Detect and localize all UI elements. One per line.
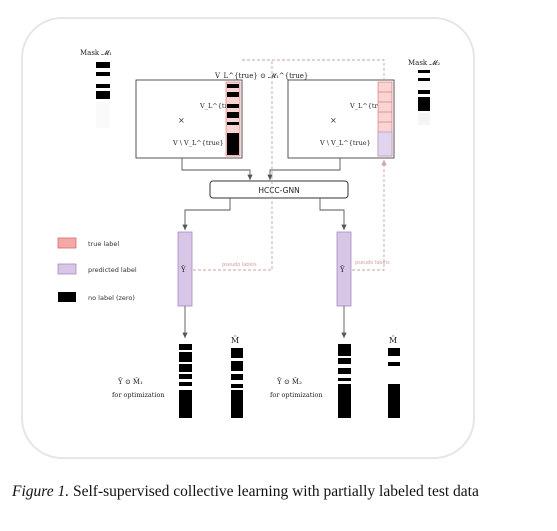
right-to-gnn-arrow (267, 158, 341, 180)
left-dashed-arrow (193, 60, 273, 271)
figure-number: Figure 1. (12, 483, 70, 500)
figure-panel (21, 17, 475, 459)
legend-swatch-no-label (58, 292, 76, 302)
right-dashed-arrow (352, 160, 387, 271)
legend-label-true: true label (88, 240, 119, 248)
mask2-strip (418, 70, 430, 125)
right-opt-line2: for optimization (270, 391, 323, 399)
gnn-to-left-arrow (182, 198, 231, 230)
left-mask-strip (231, 348, 243, 418)
top-dashed-link (242, 59, 385, 80)
right-dashed-label: pseudo labels (355, 260, 390, 266)
mask1-label: Mask 𝓜₁ (80, 49, 112, 57)
right-times: × (330, 116, 337, 125)
vl-odot-m-label: V_L^{true} ⊙ 𝓜₁^{true} (214, 72, 308, 80)
right-mask-strip (388, 348, 400, 418)
left-output-strip (179, 344, 192, 418)
left-opt-line2: for optimization (112, 391, 165, 399)
right-graph-box (287, 79, 395, 159)
legend-swatch-true (57, 237, 77, 249)
right-output-strip (338, 344, 351, 418)
right-label-column (377, 81, 393, 157)
left-opt-line1: Ŷ ⊙ M̂₁ (117, 377, 143, 386)
left-times: × (178, 116, 185, 125)
right-mhat: M̂ (389, 336, 397, 345)
right-v-minus: V \ V_L^{true} (319, 139, 371, 147)
left-yhat: Ŷ (180, 265, 186, 274)
left-dashed-label: pseudo labels (222, 262, 257, 268)
left-to-gnn-arrow (181, 158, 253, 180)
left-v-minus: V \ V_L^{true} (172, 139, 224, 147)
gnn-to-right-arrow (319, 198, 347, 230)
mask2-label: Mask 𝓜₂ (408, 59, 440, 67)
gnn-label: HCCC-GNN (258, 186, 299, 195)
right-vl-true: V_L^{true} (349, 102, 390, 110)
left-mhat: M̂ (231, 336, 239, 345)
legend: true label predicted label no label (zer… (57, 237, 137, 302)
legend-label-predicted: predicted label (88, 266, 137, 274)
left-graph-box (135, 79, 243, 159)
right-opt-line1: Ŷ ⊙ M̂₂ (276, 377, 302, 386)
figure-caption: Figure 1. Self-supervised collective lea… (12, 482, 552, 501)
legend-swatch-predicted (57, 263, 77, 275)
figure-caption-text: Self-supervised collective learning with… (73, 483, 479, 500)
right-yhat: Ŷ (339, 265, 345, 274)
legend-label-no-label: no label (zero) (88, 294, 135, 302)
mask1-strip (96, 62, 110, 128)
left-vl-true: V_L^{true} (199, 102, 240, 110)
left-label-column (225, 81, 241, 157)
gnn-box (209, 180, 349, 199)
